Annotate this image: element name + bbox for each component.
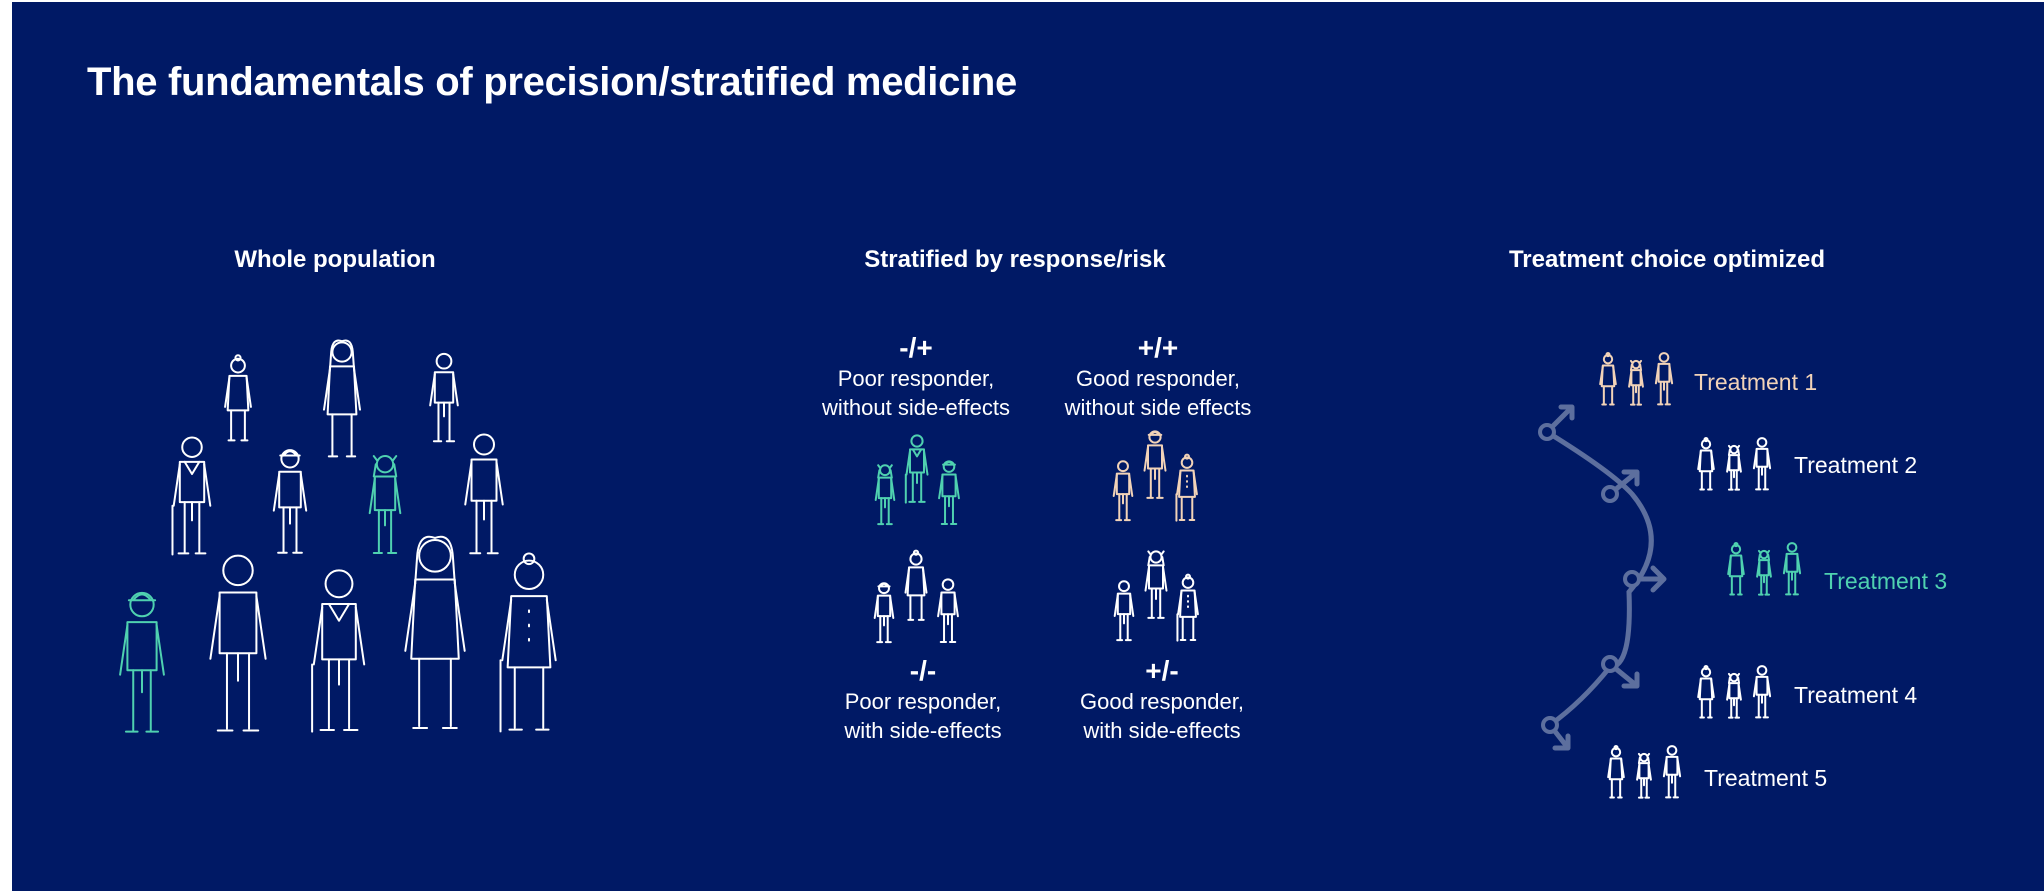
- quadrant-code-good-no-side-effects: +/+: [1137, 332, 1179, 363]
- treatment-label-1: Treatment 1: [1694, 369, 1818, 395]
- treatment-person-icon: [1697, 664, 1715, 719]
- population-person-icon: [272, 449, 308, 554]
- heading-whole-population: Whole population: [234, 246, 436, 273]
- illustration-layer: [119, 339, 1802, 799]
- population-person-icon: [311, 569, 366, 733]
- page-title: The fundamentals of precision/stratified…: [87, 60, 1017, 104]
- population-person-icon: [368, 455, 402, 554]
- quadrant-desc-line: with side-effects: [1083, 718, 1241, 743]
- quadrant-desc-line: without side-effects: [822, 395, 1010, 420]
- quadrant-desc-line: Good responder,: [1080, 689, 1244, 714]
- quadrant-desc-good-side-effects: Good responder, with side-effects: [1080, 687, 1244, 745]
- population-person-icon: [322, 339, 362, 458]
- quadrant-code-good-side-effects: +/-: [1145, 655, 1179, 686]
- treatment-person-icon: [1607, 744, 1625, 799]
- quadrant-desc-line: with side-effects: [844, 718, 1002, 743]
- slide: The fundamentals of precision/stratified…: [12, 2, 2044, 891]
- quadrant-desc-line: without side effects: [1064, 395, 1252, 420]
- stratified-person-icon: [1143, 430, 1167, 499]
- whole-population-group: [119, 339, 557, 733]
- stratified-groups: [873, 430, 1199, 644]
- stratified-person-icon: [904, 549, 928, 621]
- treatment-label-5: Treatment 5: [1704, 765, 1828, 791]
- stratified-person-icon: [904, 434, 929, 504]
- quadrant-code-poor-no-side-effects: -/+: [899, 332, 933, 363]
- treatment-person-icon: [1782, 542, 1802, 596]
- branch-node: [1601, 655, 1619, 673]
- quadrant-desc-line: Poor responder,: [837, 366, 995, 391]
- population-person-icon: [119, 591, 165, 733]
- stratified-person-icon: [937, 578, 959, 644]
- quadrant-desc-poor-side-effects: Poor responder, with side-effects: [844, 687, 1001, 745]
- population-person-icon: [224, 354, 252, 442]
- heading-treatment-choice: Treatment choice optimized: [1508, 246, 1826, 273]
- quadrant-desc-poor-no-side-effects: Poor responder, without side-effects: [822, 364, 1010, 422]
- stratified-person-icon: [1176, 573, 1199, 642]
- treatment-branch-diagram: [1538, 404, 1667, 751]
- population-person-icon: [404, 535, 466, 730]
- quadrant-desc-line: Poor responder,: [844, 689, 1002, 714]
- treatment-person-icon: [1654, 352, 1674, 406]
- treatment-groups: [1599, 351, 1802, 799]
- quadrant-desc-good-no-side-effects: Good responder, without side effects: [1065, 364, 1252, 422]
- population-person-icon: [171, 436, 212, 556]
- branch-node: [1601, 485, 1619, 503]
- branch-node: [1623, 570, 1641, 588]
- treatment-person-icon: [1697, 436, 1715, 491]
- treatment-person-icon: [1636, 752, 1652, 799]
- treatment-person-icon: [1756, 549, 1772, 596]
- population-person-icon: [499, 552, 557, 733]
- treatment-label-3: Treatment 3: [1824, 568, 1948, 594]
- treatment-person-icon: [1726, 672, 1742, 719]
- stratified-person-icon: [938, 460, 960, 526]
- stratified-person-icon: [1112, 460, 1134, 522]
- quadrant-code-poor-side-effects: -/-: [909, 655, 937, 686]
- stratified-person-icon: [1113, 580, 1135, 642]
- treatment-label-4: Treatment 4: [1794, 682, 1918, 708]
- treatment-person-icon: [1628, 359, 1644, 406]
- treatment-person-icon: [1752, 437, 1772, 491]
- heading-stratified: Stratified by response/risk: [864, 246, 1166, 273]
- branch-arc: [1544, 429, 1654, 728]
- population-person-icon: [464, 433, 504, 555]
- treatment-person-icon: [1662, 745, 1682, 799]
- treatment-person-icon: [1599, 351, 1617, 406]
- stratified-person-icon: [1175, 453, 1198, 522]
- branch-node: [1538, 423, 1556, 441]
- branch-node: [1541, 716, 1559, 734]
- population-person-icon: [429, 352, 459, 443]
- treatment-person-icon: [1727, 541, 1745, 596]
- stratified-person-icon: [1144, 550, 1168, 619]
- treatment-person-icon: [1726, 444, 1742, 491]
- stratified-person-icon: [874, 464, 896, 526]
- stratified-person-icon: [873, 582, 895, 644]
- quadrant-desc-line: Good responder,: [1076, 366, 1240, 391]
- treatment-person-icon: [1752, 665, 1772, 719]
- treatment-label-2: Treatment 2: [1794, 452, 1918, 478]
- population-person-icon: [209, 554, 267, 732]
